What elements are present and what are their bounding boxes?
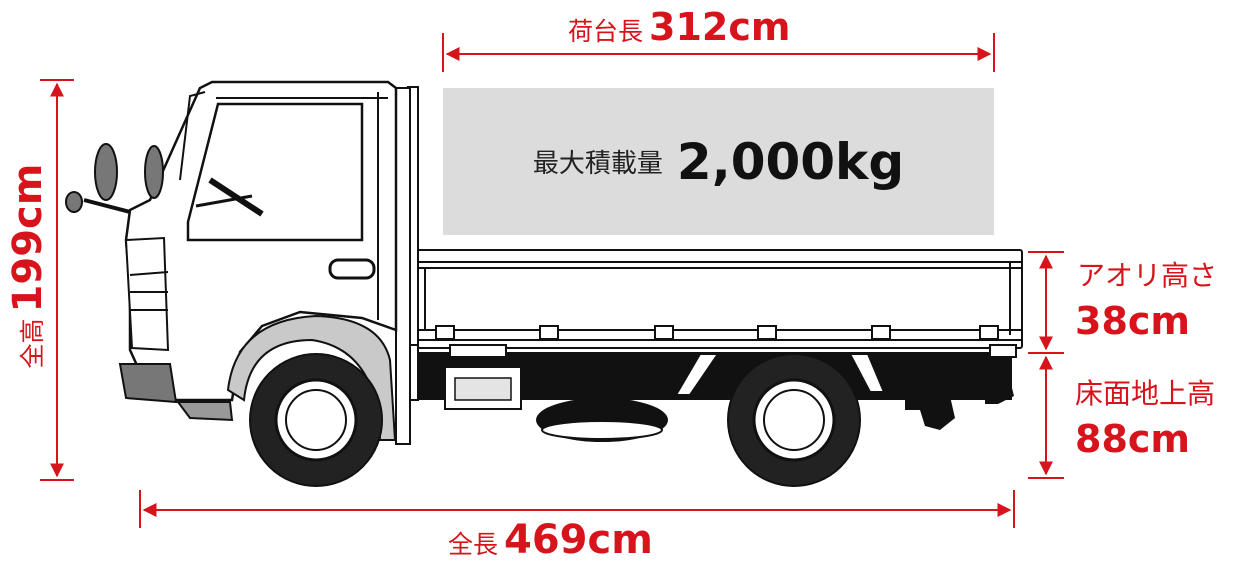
rear-wheel — [727, 353, 861, 487]
payload-label: 最大積載量 — [532, 149, 663, 179]
floor-height-value: 88cm — [1075, 417, 1191, 461]
total-height-label: 全高 199cm — [5, 163, 51, 369]
front-wheel — [249, 353, 383, 487]
floor-height-title: 床面地上高 — [1075, 377, 1216, 410]
spare-tire — [536, 398, 668, 442]
total-height-title: 全高 — [18, 318, 47, 369]
gate-height-value: 38cm — [1075, 299, 1191, 343]
total-height-value: 199cm — [5, 163, 51, 313]
total-length-dimension-line — [139, 490, 1015, 528]
bed-length-value: 312cm — [649, 5, 791, 49]
total-length-value: 469cm — [504, 517, 653, 563]
cargo-bed — [395, 86, 1023, 445]
total-height-dimension-line — [40, 79, 74, 481]
floor-height-dimension-line — [1028, 355, 1064, 479]
payload-box: 最大積載量 2,000kg — [443, 88, 994, 235]
side-mirrors — [65, 143, 164, 214]
front-wheel-arch — [226, 314, 397, 441]
truck-cab — [118, 80, 398, 422]
bed-hooks — [435, 325, 999, 340]
total-length-title: 全長 — [448, 530, 499, 559]
chassis-frame — [400, 352, 1014, 430]
gate-height-dimension-line — [1028, 251, 1064, 354]
payload-value: 2,000kg — [676, 132, 905, 191]
bed-length-title: 荷台長 — [568, 17, 644, 46]
bed-length-dimension-line — [442, 33, 995, 72]
gate-height-title: アオリ高さ — [1077, 259, 1218, 292]
